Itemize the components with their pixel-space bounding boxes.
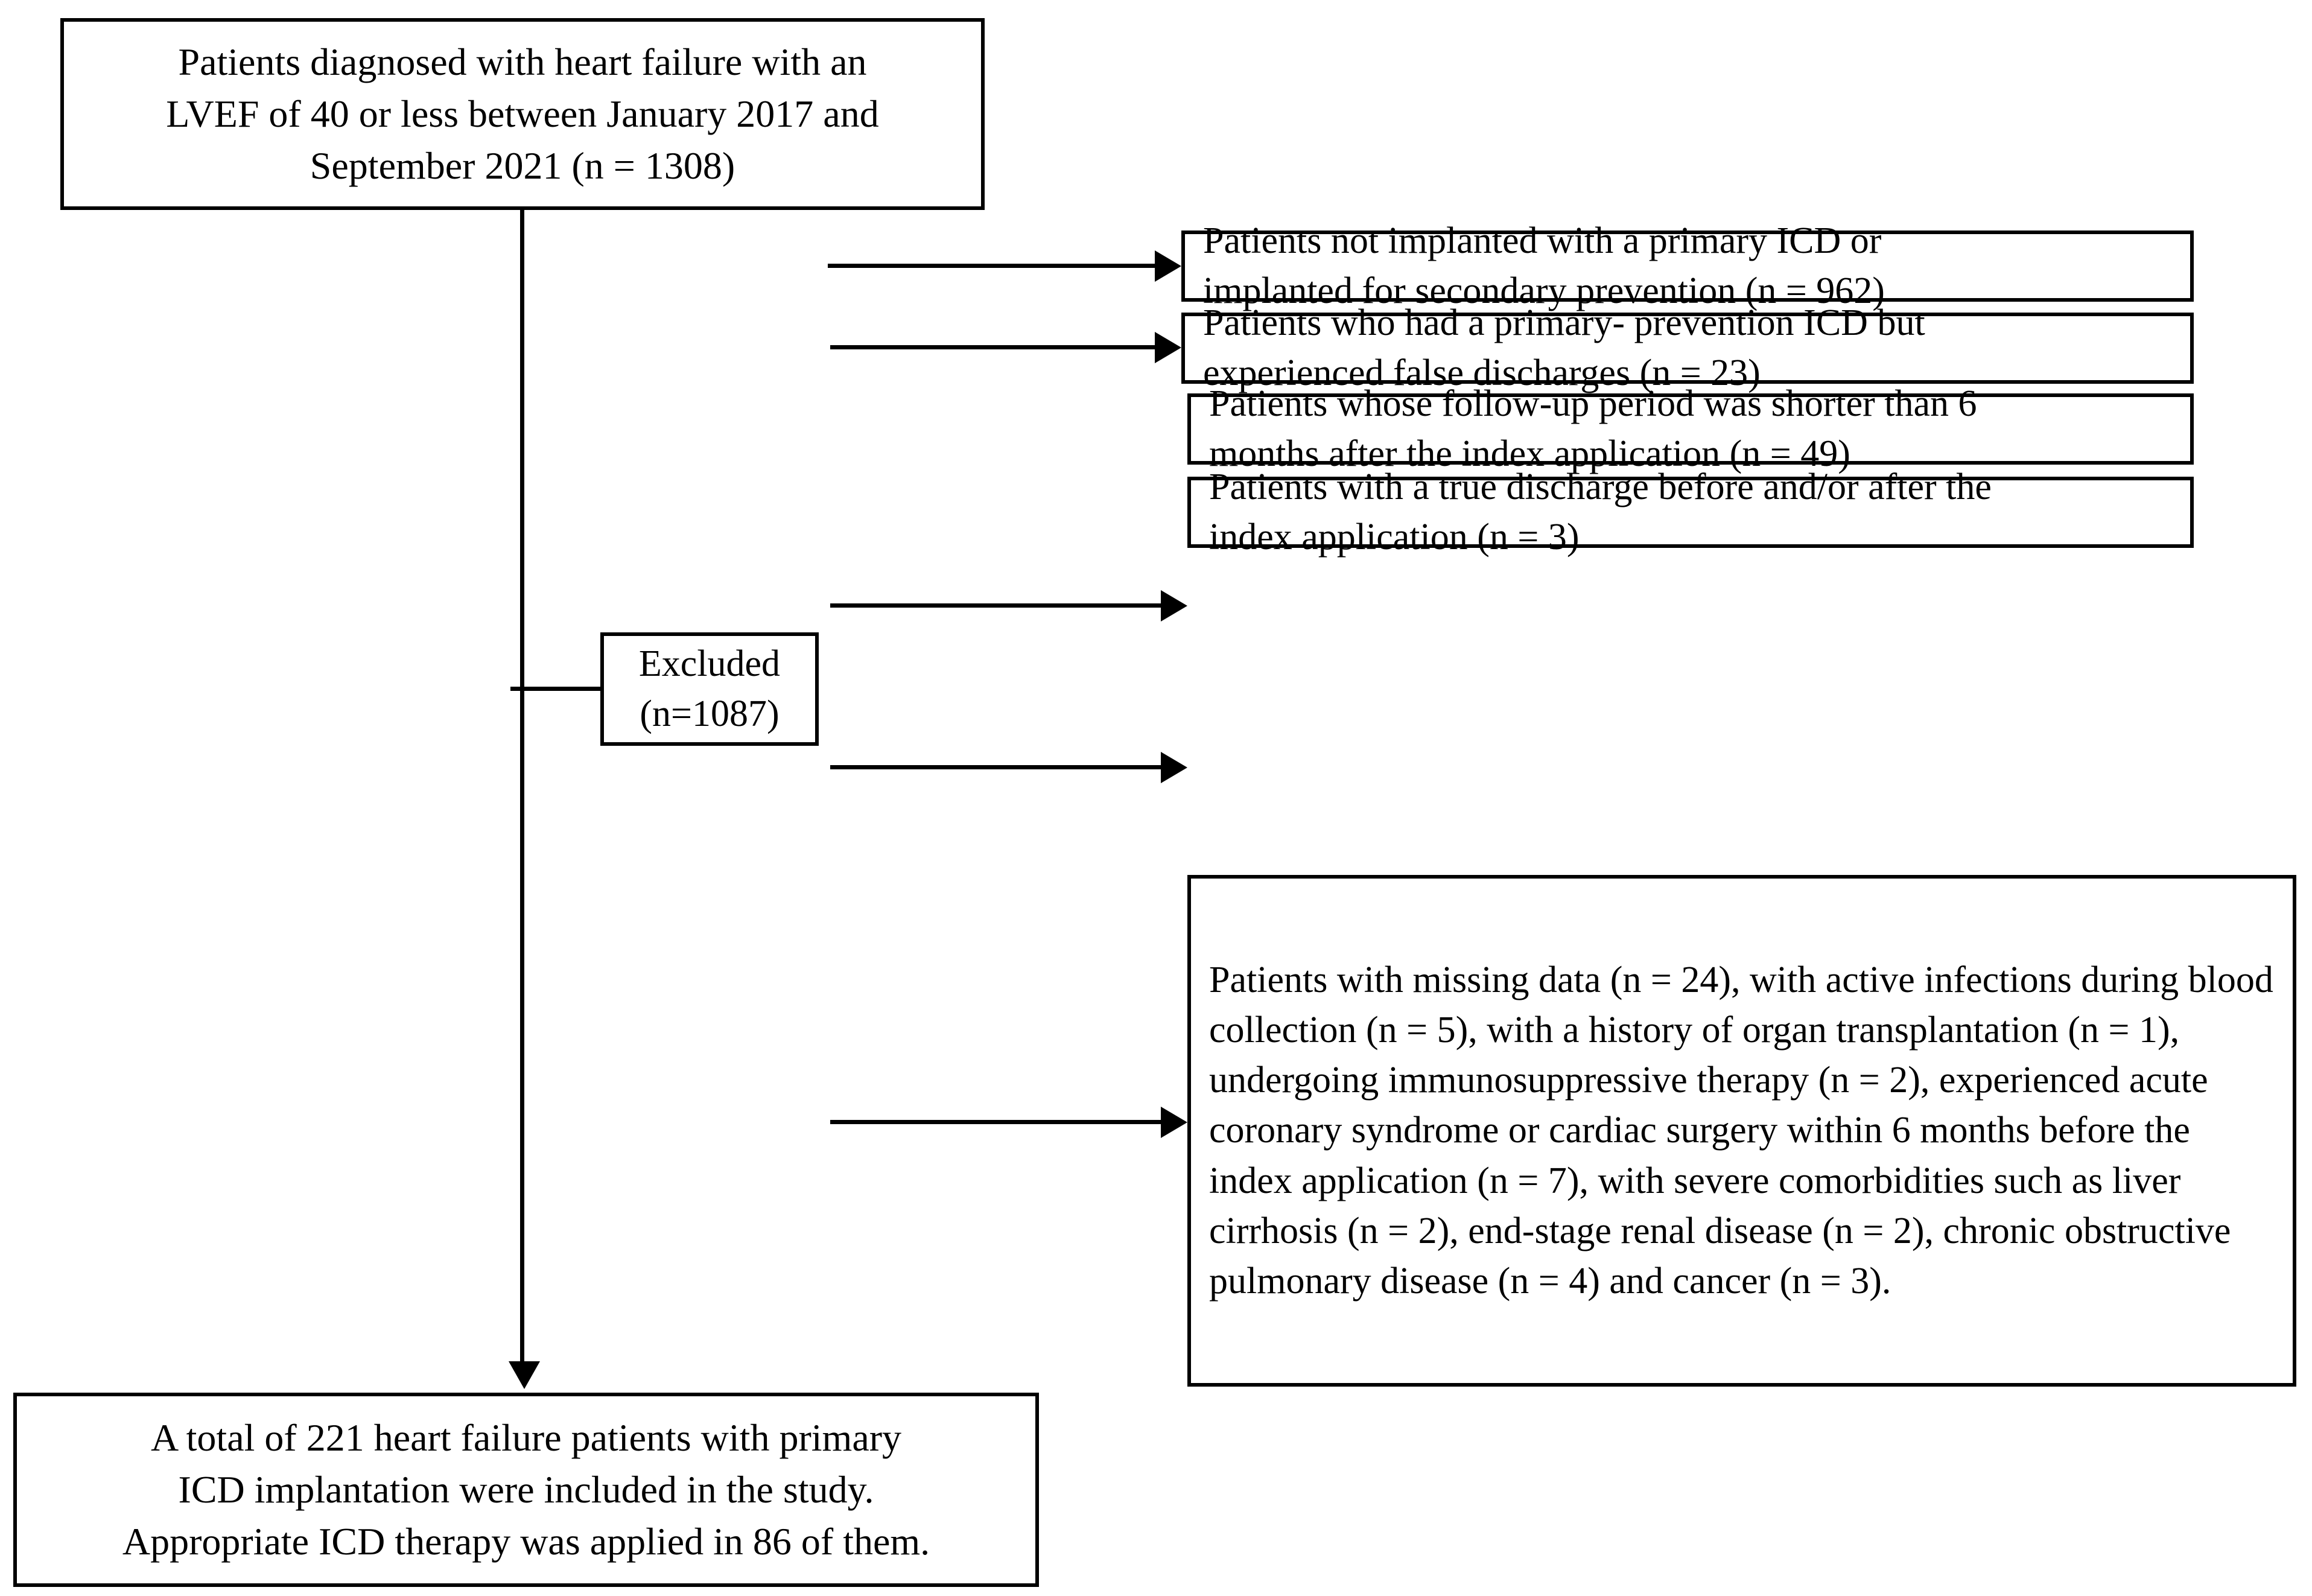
node-exclusion-reason-1: Patients not implanted with a primary IC… [1181, 220, 2194, 311]
node-exclusion-reason-4: Patients with a true discharge before an… [1187, 466, 2194, 558]
node-exclusion-reason-3-label: Patients whose follow-up period was shor… [1209, 383, 1977, 474]
node-exclusion-reason-5: Patients with missing data (n = 24), wit… [1187, 875, 2296, 1387]
connector-to-exclusion-1 [828, 264, 1157, 268]
node-exclusion-reason-2: Patients who had a primary- prevention I… [1181, 302, 2194, 393]
node-included-cohort-label: A total of 221 heart failure patients wi… [122, 1416, 930, 1563]
connector-to-exclusion-4 [830, 765, 1163, 769]
arrowhead-right-exclusion-2 [1155, 332, 1181, 363]
arrowhead-right-exclusion-4 [1161, 752, 1187, 783]
node-exclusion-reason-1-label: Patients not implanted with a primary IC… [1203, 220, 1885, 311]
arrowhead-right-exclusion-1 [1155, 250, 1181, 282]
node-exclusion-reason-3: Patients whose follow-up period was shor… [1187, 383, 2194, 474]
arrowhead-right-exclusion-3 [1161, 590, 1187, 622]
node-excluded-total-label: Excluded (n=1087) [638, 643, 781, 734]
node-source-population-label: Patients diagnosed with heart failure wi… [166, 40, 879, 187]
node-exclusion-reason-4-label: Patients with a true discharge before an… [1209, 466, 1992, 558]
node-exclusion-reason-5-label: Patients with missing data (n = 24), wit… [1209, 959, 2273, 1302]
connector-to-exclusion-5 [830, 1120, 1163, 1124]
arrowhead-down-to-included [509, 1361, 540, 1389]
node-exclusion-reason-2-label: Patients who had a primary- prevention I… [1203, 302, 1925, 393]
connector-to-exclusion-2 [830, 345, 1157, 349]
connector-main-vertical [520, 210, 524, 1364]
connector-to-exclusion-3 [830, 603, 1163, 608]
node-included-cohort: A total of 221 heart failure patients wi… [13, 1393, 1039, 1587]
arrowhead-right-exclusion-5 [1161, 1107, 1187, 1138]
node-excluded-total: Excluded (n=1087) [600, 632, 819, 746]
node-source-population: Patients diagnosed with heart failure wi… [60, 18, 985, 210]
